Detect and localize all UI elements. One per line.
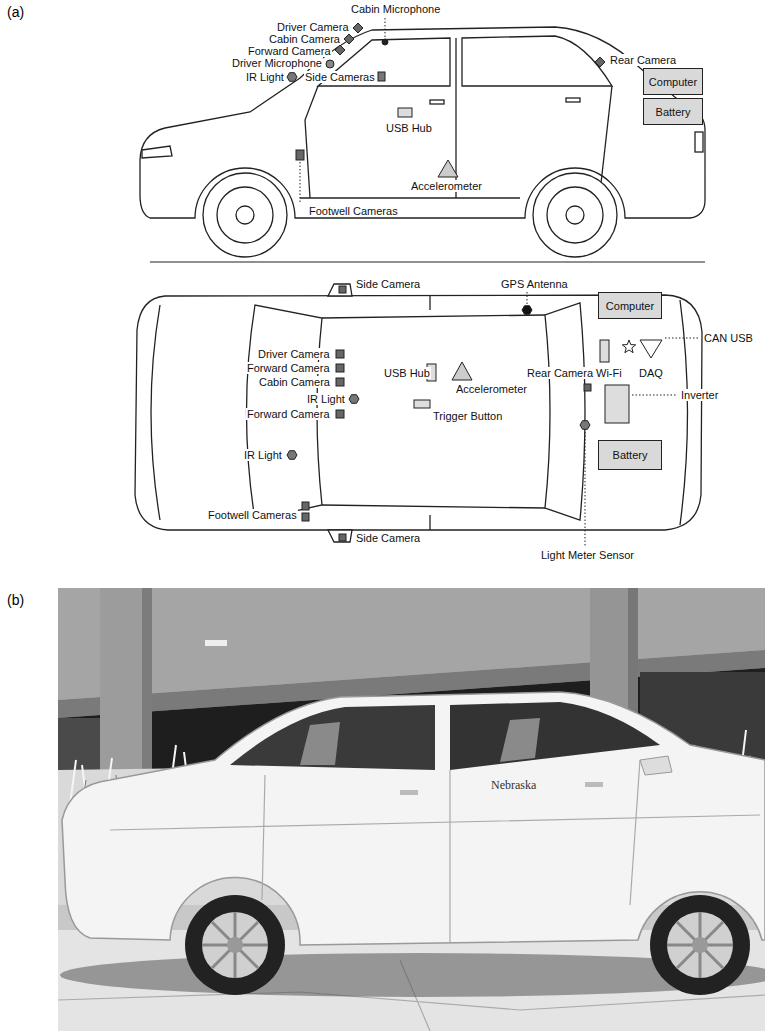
part-label: Driver Camera <box>276 21 350 33</box>
part-label: Trigger Button <box>432 410 503 422</box>
top-view-car <box>135 284 702 542</box>
part-label: Cabin Camera <box>258 376 331 388</box>
part-label: Cabin Microphone <box>350 3 441 15</box>
component-box: Battery <box>598 440 662 470</box>
component-name: Battery <box>613 449 648 461</box>
part-label: Footwell Cameras <box>308 205 399 217</box>
part-label: Forward Camera <box>246 408 331 420</box>
part-label: Light Meter Sensor <box>540 549 635 561</box>
part-label: IR Light <box>245 71 285 83</box>
component-name: Computer <box>649 76 697 88</box>
top-view-sensors <box>287 286 700 546</box>
panel-letter: (b) <box>6 592 25 608</box>
part-label: DAQ <box>638 367 664 379</box>
car-photo <box>58 588 765 1031</box>
part-label: IR Light <box>306 393 346 405</box>
part-label: Side Camera <box>355 532 421 544</box>
part-label: Accelerometer <box>410 180 483 192</box>
part-label: Rear Camera <box>526 367 594 379</box>
side-view-car <box>140 27 705 257</box>
part-label: Cabin Camera <box>268 33 341 45</box>
part-label: Forward Camera <box>246 362 331 374</box>
part-label: IR Light <box>243 449 283 461</box>
side-view-sensors <box>287 18 605 203</box>
component-box: Computer <box>598 292 662 319</box>
part-label: USB Hub <box>385 122 433 134</box>
component-name: Computer <box>606 300 654 312</box>
part-label: Accelerometer <box>455 383 528 395</box>
component-box: Battery <box>643 98 703 125</box>
part-label: Wi-Fi <box>595 367 623 379</box>
divider-line <box>150 261 705 262</box>
part-label: Side Cameras <box>304 71 376 83</box>
part-label: Driver Microphone <box>231 57 323 69</box>
part-label: Inverter <box>680 389 719 401</box>
door-logo: Nebraska <box>490 778 537 792</box>
part-label: CAN USB <box>703 332 754 344</box>
component-box: Computer <box>643 68 703 95</box>
part-label: USB Hub <box>383 367 431 379</box>
part-label: Forward Camera <box>247 45 332 57</box>
part-label: Rear Camera <box>609 54 677 66</box>
part-label: Footwell Cameras <box>207 509 298 521</box>
panel-letter: (a) <box>6 4 25 20</box>
part-label: Driver Camera <box>257 348 331 360</box>
part-label: GPS Antenna <box>500 278 569 290</box>
part-label: Side Camera <box>355 278 421 290</box>
component-name: Battery <box>656 106 691 118</box>
